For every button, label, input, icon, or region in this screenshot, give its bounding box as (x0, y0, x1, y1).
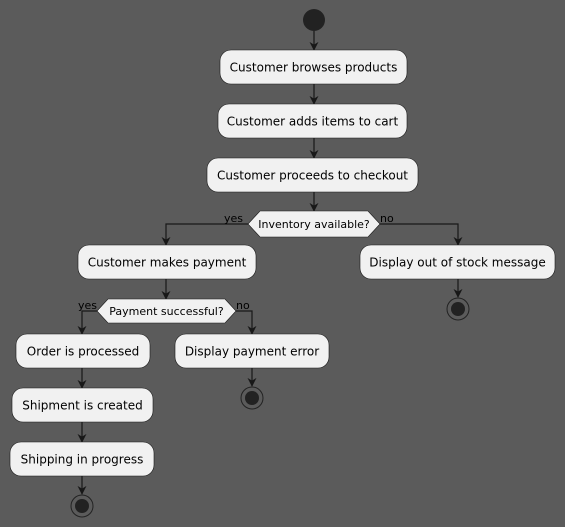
action-add-to-cart: Customer adds items to cart (217, 103, 408, 139)
action-checkout-label: Customer proceeds to checkout (217, 169, 408, 183)
decision-payment-label: Payment successful? (109, 305, 224, 318)
start-node (303, 9, 325, 31)
branch-inventory-yes: yes (224, 212, 243, 225)
action-shipping-progress-label: Shipping in progress (21, 453, 144, 467)
action-add-to-cart-label: Customer adds items to cart (227, 115, 399, 129)
action-payment-error: Display payment error (174, 333, 330, 369)
action-checkout: Customer proceeds to checkout (206, 157, 419, 193)
edge-payment-yes (77, 310, 97, 335)
decision-payment: Payment successful? (96, 298, 237, 324)
branch-inventory-no: no (380, 212, 394, 225)
action-shipment-created: Shipment is created (11, 387, 154, 423)
end-node-payment-error (240, 386, 264, 410)
action-shipping-progress: Shipping in progress (9, 441, 155, 477)
end-node-out-of-stock (446, 297, 470, 321)
action-browse: Customer browses products (219, 49, 408, 85)
branch-payment-no: no (236, 299, 250, 312)
end-node-shipping (70, 494, 94, 518)
action-shipment-created-label: Shipment is created (22, 399, 142, 413)
action-make-payment: Customer makes payment (77, 244, 257, 280)
action-out-of-stock-label: Display out of stock message (369, 256, 545, 270)
action-order-processed-label: Order is processed (27, 345, 139, 359)
edge-payment-no (236, 310, 257, 335)
action-payment-error-label: Display payment error (185, 345, 319, 359)
edge-inventory-no (380, 223, 463, 246)
decision-inventory-label: Inventory available? (258, 218, 370, 231)
action-out-of-stock: Display out of stock message (359, 244, 556, 280)
edge-inventory-yes (161, 223, 248, 246)
decision-inventory: Inventory available? (247, 210, 381, 238)
action-make-payment-label: Customer makes payment (88, 256, 247, 270)
action-order-processed: Order is processed (15, 333, 151, 369)
branch-payment-yes: yes (78, 299, 97, 312)
action-browse-label: Customer browses products (230, 61, 398, 75)
